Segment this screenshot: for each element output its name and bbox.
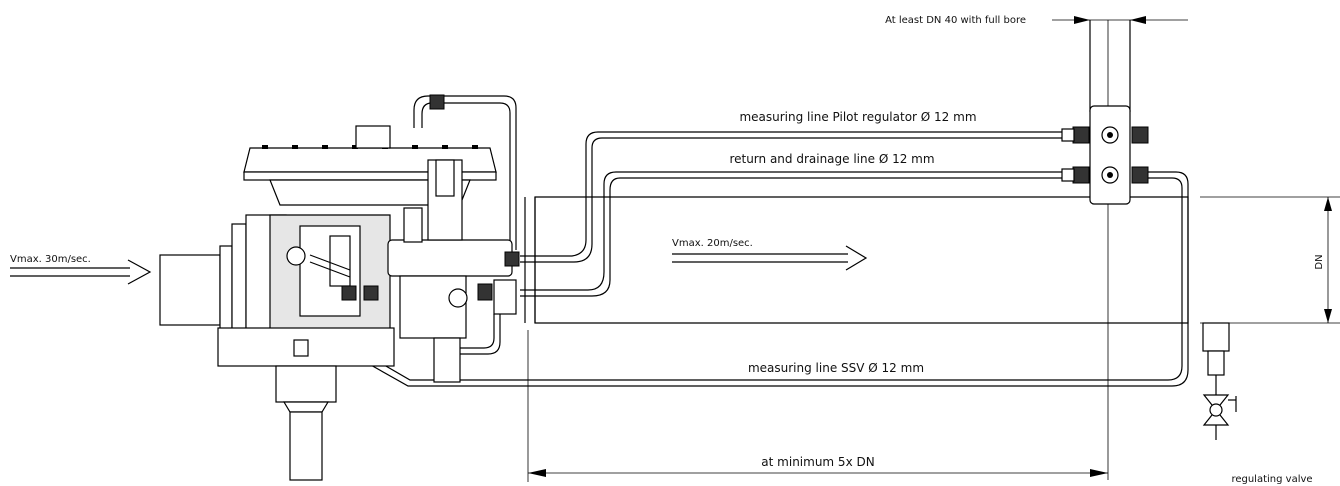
pilot-line-label: measuring line Pilot regulator Ø 12 mm xyxy=(739,110,976,124)
vmax-inlet-label: Vmax. 30m/sec. xyxy=(10,254,91,265)
min-length-dimension: at minimum 5x DN xyxy=(527,330,1108,482)
ssv-measuring-line: measuring line SSV Ø 12 mm xyxy=(329,171,1189,387)
regulator-assembly xyxy=(217,94,520,481)
ssv-line-label: measuring line SSV Ø 12 mm xyxy=(748,361,924,375)
riser: At least DN 40 with full bore xyxy=(885,15,1188,112)
dn-label: DN xyxy=(1314,254,1325,269)
return-line-label: return and drainage line Ø 12 mm xyxy=(729,152,934,166)
inlet: Vmax. 30m/sec. xyxy=(10,223,247,357)
outlet-velocity-arrow: Vmax. 20m/sec. xyxy=(672,238,868,271)
outlet-pipe xyxy=(524,20,1189,480)
bore-label: At least DN 40 with full bore xyxy=(885,15,1026,26)
valve-label: regulating valve xyxy=(1231,474,1312,485)
regulating-valve: regulating valve xyxy=(1202,322,1313,485)
dn-dimension: DN xyxy=(1200,196,1340,324)
vmax-outlet-label: Vmax. 20m/sec. xyxy=(672,238,753,249)
min-length-label: at minimum 5x DN xyxy=(761,455,874,469)
manifold-block xyxy=(1061,105,1149,205)
return-line: return and drainage line Ø 12 mm xyxy=(520,152,1062,297)
pilot-measuring-line: measuring line Pilot regulator Ø 12 mm xyxy=(520,110,1062,263)
